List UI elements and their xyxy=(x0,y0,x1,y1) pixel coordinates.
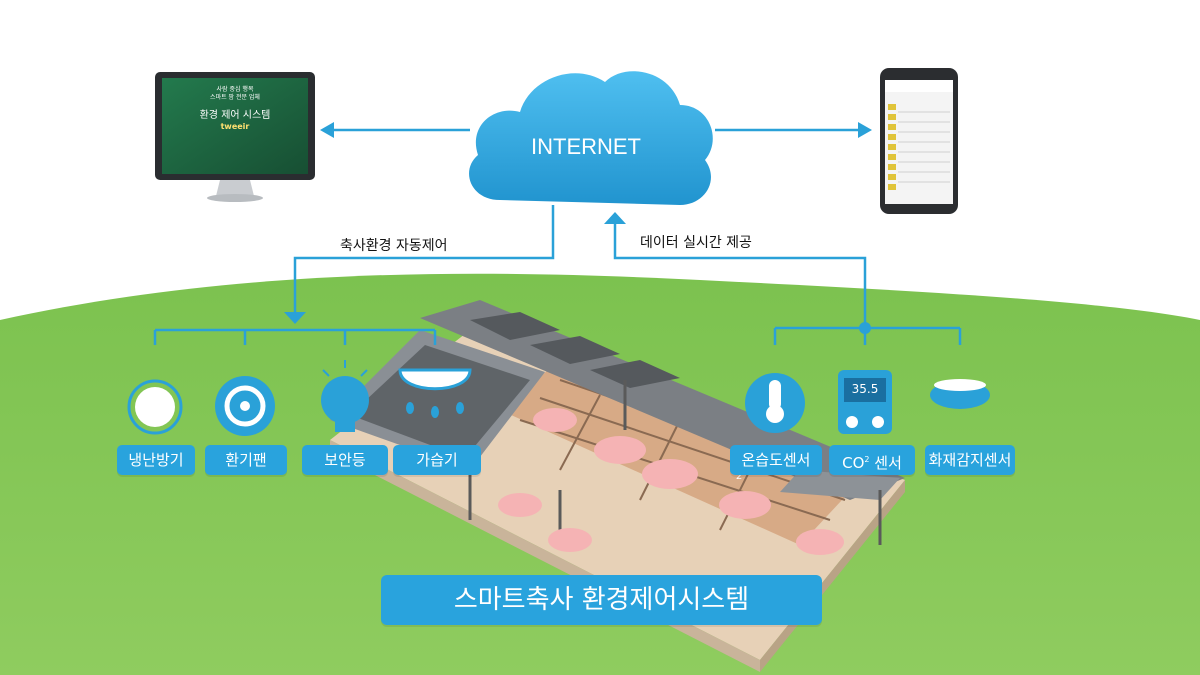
actuator-label-security-light: 보안등 xyxy=(302,445,388,475)
desktop-monitor xyxy=(155,72,315,202)
control-line xyxy=(293,205,555,312)
pig xyxy=(594,436,646,464)
pen-area xyxy=(500,360,870,545)
smartphone xyxy=(880,68,958,214)
data-line xyxy=(613,222,867,328)
ventilation-fan-icon xyxy=(215,376,275,436)
co2-label-main: CO xyxy=(842,454,865,472)
arrowhead-right xyxy=(858,122,872,138)
monitor-title: 환경 제어 시스템 xyxy=(199,110,271,121)
arrowhead-up xyxy=(604,212,626,224)
pig xyxy=(642,459,698,489)
pig xyxy=(796,529,844,555)
co2-label-rest: 센서 xyxy=(869,454,902,472)
thermometer-icon xyxy=(745,373,805,433)
barn-marker: 2 xyxy=(735,471,743,482)
data-flow-label: 데이터 실시간 제공 xyxy=(640,235,752,251)
monitor-tagline-2: 스마트 팜 전문 업체 xyxy=(210,94,260,101)
light-bulb-icon xyxy=(321,360,369,432)
co2-label-subscript: 2 xyxy=(864,455,870,464)
smoke-detector-icon xyxy=(930,379,990,409)
actuator-label-humidifier: 가습기 xyxy=(393,445,481,475)
actuator-label-heater-cooler: 냉난방기 xyxy=(117,445,195,475)
arrowhead-left xyxy=(320,122,334,138)
actuator-label-fan: 환기팬 xyxy=(205,445,287,475)
pig xyxy=(719,491,771,519)
sensor-label-fire-detector: 화재감지센서 xyxy=(925,445,1015,475)
co2-reading: 35.5 xyxy=(851,382,879,396)
sensor-label-temp-humidity: 온습도센서 xyxy=(730,445,822,475)
pig xyxy=(498,493,542,517)
internet-label: INTERNET xyxy=(531,134,641,159)
arrowhead-down xyxy=(284,312,306,324)
connection-lines xyxy=(153,128,962,345)
humidifier-icon xyxy=(398,368,472,418)
pig xyxy=(548,528,592,552)
system-title: 스마트축사 환경제어시스템 xyxy=(381,575,822,625)
monitor-tagline-1: 사람 중심 행복 xyxy=(216,86,254,93)
pig xyxy=(533,408,577,432)
co2-meter-icon xyxy=(838,370,892,434)
thermostat-dial-icon xyxy=(127,379,183,435)
monitor-brand-logo: tweeir xyxy=(220,122,250,131)
internet-cloud xyxy=(469,71,713,205)
monitor-screen xyxy=(162,78,308,174)
pigs xyxy=(498,408,844,555)
junction-dot xyxy=(859,322,871,334)
control-flow-label: 축사환경 자동제어 xyxy=(340,238,448,254)
sensor-label-co2: CO2 센서 xyxy=(829,445,915,475)
